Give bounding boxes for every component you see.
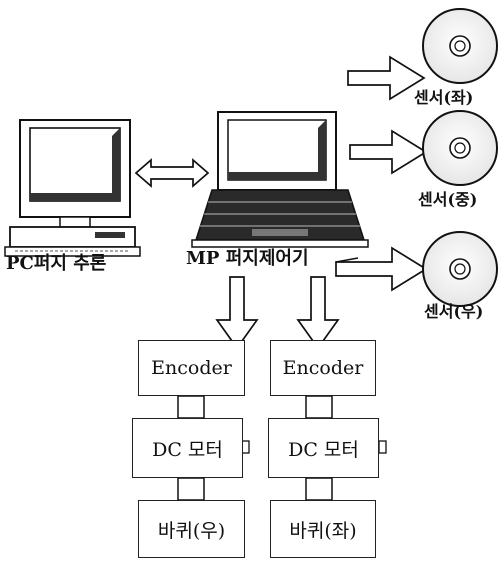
encoder-box-left: Encoder bbox=[138, 340, 245, 396]
connector-motor-wheel-left bbox=[177, 477, 205, 501]
mp-laptop-icon bbox=[191, 111, 369, 248]
wheel-box-left: 바퀴(좌) bbox=[270, 500, 376, 558]
connector-motor-wheel-right bbox=[305, 477, 333, 501]
down-arrow-left bbox=[215, 276, 259, 350]
arrow-to-sensor-center bbox=[349, 129, 428, 175]
encoder-box-right: Encoder bbox=[270, 340, 376, 396]
sensor-center-disc bbox=[422, 110, 498, 186]
wheel-box-right: 바퀴(우) bbox=[138, 500, 245, 558]
dc-motor-box-left: DC 모터 bbox=[132, 418, 243, 478]
mp-label: MP 퍼지제어기 bbox=[186, 248, 309, 269]
motor-shaft-right bbox=[378, 440, 387, 454]
dc-motor-box-right: DC 모터 bbox=[268, 418, 379, 478]
arrow-to-sensor-right bbox=[335, 246, 428, 292]
sensor-right-label: 센서(우) bbox=[424, 302, 484, 321]
sensor-center-label: 센서(중) bbox=[418, 190, 478, 209]
pc-computer-icon bbox=[4, 119, 141, 257]
pc-label: PC퍼지 추론 bbox=[6, 253, 107, 274]
connector-enc-motor-left bbox=[177, 395, 205, 419]
sensor-left-disc bbox=[422, 8, 498, 84]
connector-enc-motor-right bbox=[305, 395, 333, 419]
arrow-to-sensor-left bbox=[347, 55, 426, 101]
bidirectional-arrow bbox=[134, 158, 210, 188]
motor-shaft-left bbox=[241, 440, 250, 454]
down-arrow-right bbox=[296, 276, 340, 350]
sensor-left-label: 센서(좌) bbox=[414, 88, 474, 107]
sensor-right-disc bbox=[422, 231, 498, 307]
